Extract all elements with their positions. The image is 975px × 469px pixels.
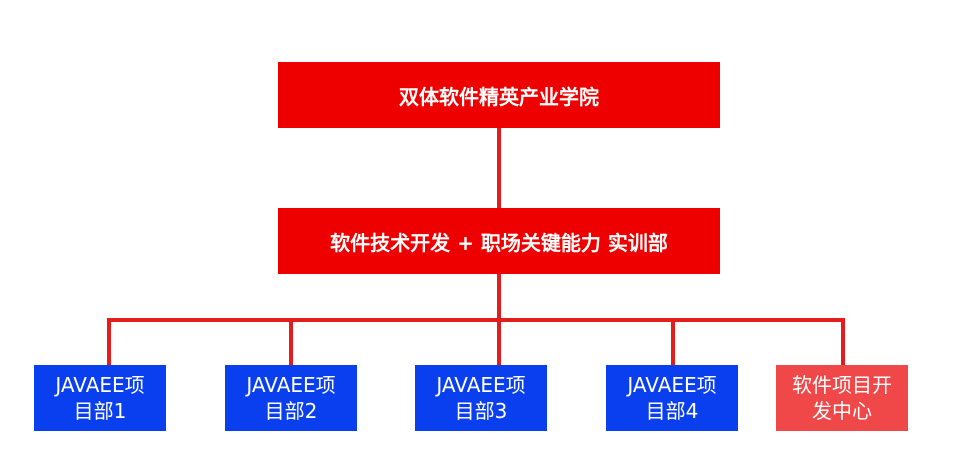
dev-center-node: 软件项目开 发中心 <box>776 365 908 431</box>
project-dept-1-label: JAVAEE项 目部1 <box>55 373 145 423</box>
connector-branch-5 <box>841 318 845 366</box>
root-node-label: 双体软件精英产业学院 <box>399 84 599 109</box>
project-dept-3-label: JAVAEE项 目部3 <box>436 373 526 423</box>
project-dept-4-node: JAVAEE项 目部4 <box>606 365 738 431</box>
connector-root-to-dept <box>497 128 501 208</box>
project-dept-1-node: JAVAEE项 目部1 <box>34 365 166 431</box>
project-dept-2-label: JAVAEE项 目部2 <box>246 373 336 423</box>
dev-center-label: 软件项目开 发中心 <box>792 373 892 423</box>
training-dept-label: 软件技术开发 + 职场关键能力 实训部 <box>330 230 668 255</box>
connector-bus <box>107 318 845 322</box>
project-dept-3-node: JAVAEE项 目部3 <box>415 365 547 431</box>
connector-branch-1 <box>107 318 111 366</box>
training-dept-node: 软件技术开发 + 职场关键能力 实训部 <box>278 208 720 274</box>
connector-branch-4 <box>671 318 675 366</box>
connector-branch-3 <box>497 318 501 366</box>
connector-dept-to-bus <box>497 272 501 320</box>
project-dept-4-label: JAVAEE项 目部4 <box>627 373 717 423</box>
project-dept-2-node: JAVAEE项 目部2 <box>225 365 357 431</box>
connector-branch-2 <box>289 318 293 366</box>
root-node: 双体软件精英产业学院 <box>278 62 720 128</box>
